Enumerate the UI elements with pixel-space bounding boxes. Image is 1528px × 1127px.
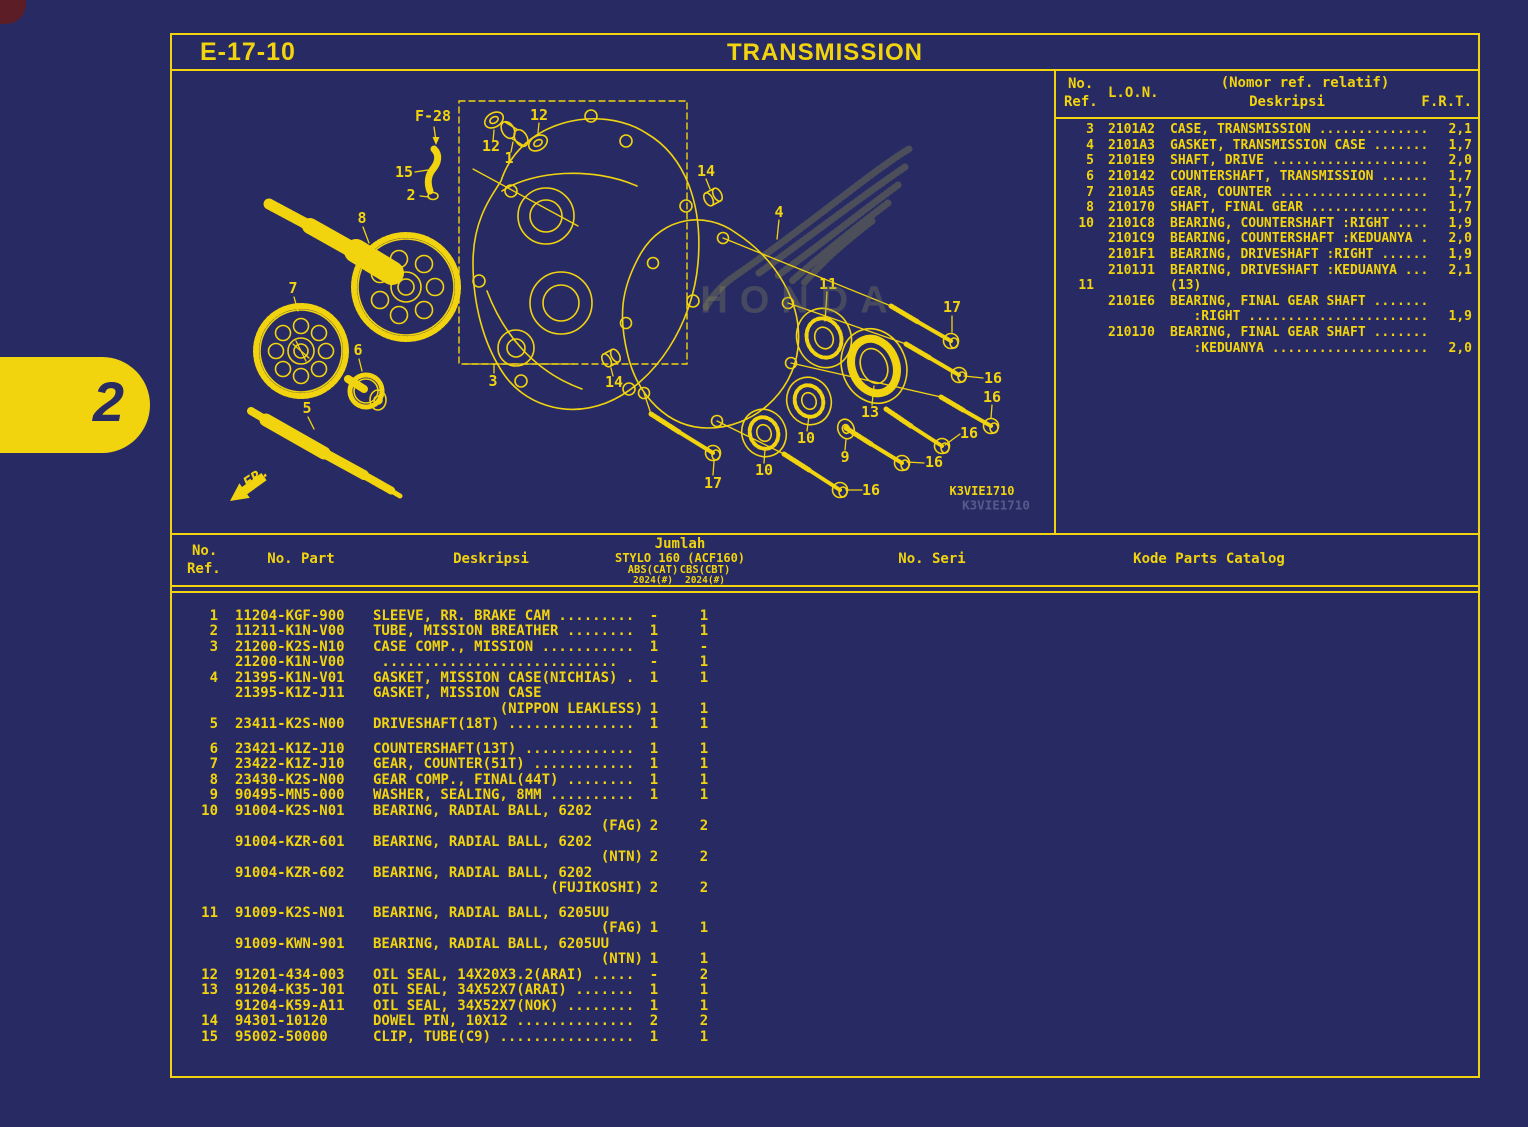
- parts-table-row: 91009-KWN-901 BEARING, RADIAL BALL, 6205…: [235, 935, 610, 952]
- parts-table-row: (NIPPON LEAKLESS) 1 1: [499, 700, 709, 717]
- parts-table-row: 6 23421-K1Z-J10 COUNTERSHAFT(13T) ......…: [209, 740, 709, 757]
- reference-table-row: 2101C9 BEARING, COUNTERSHAFT :KEDUANYA .…: [1108, 231, 1472, 247]
- corner-mark: [0, 0, 26, 24]
- col-abs: ABS(CAT): [627, 564, 679, 576]
- parts-table-row: 11 91009-K2S-N01 BEARING, RADIAL BALL, 6…: [201, 904, 610, 921]
- col-no-part: No. Part: [267, 551, 335, 567]
- catalog-page-frame: E-17-10 TRANSMISSION: [170, 33, 1480, 1078]
- reference-table-row: 2101F1 BEARING, DRIVESHAFT :RIGHT ......…: [1108, 247, 1472, 263]
- col-frt: F.R.T.: [1421, 94, 1472, 110]
- callout-leader-lines: [293, 122, 993, 491]
- parts-table-row: 4 21395-K1N-V01 GASKET, MISSION CASE(NIC…: [209, 669, 709, 686]
- dowel-pin-top: [702, 187, 724, 207]
- reference-table-row: :RIGHT ....................... 1,9: [1170, 309, 1472, 325]
- page-code: E-17-10: [200, 38, 296, 66]
- header-separator: [172, 585, 1478, 593]
- sleeve-1: [500, 120, 529, 148]
- col-year-2: 2024(#): [684, 575, 726, 586]
- col-kode-parts-catalog: Kode Parts Catalog: [1133, 551, 1285, 567]
- parts-table-row: 21395-K1Z-J11 GASKET, MISSION CASE: [235, 685, 542, 702]
- reference-table-row: 11 (13): [1078, 278, 1202, 294]
- parts-table-row: 91204-K59-A11 OIL SEAL, 34X52X7(NOK) ...…: [235, 997, 709, 1014]
- final-gear-shaft: [263, 198, 461, 342]
- parts-table-row: 3 21200-K2S-N10 CASE COMP., MISSION ....…: [209, 638, 709, 655]
- reference-table-row: 7 2101A5 GEAR, COUNTER .................…: [1086, 184, 1472, 200]
- reference-table-row: 2101J1 BEARING, DRIVESHAFT :KEDUANYA ...…: [1108, 262, 1472, 278]
- title-bar: E-17-10 TRANSMISSION: [172, 35, 1478, 71]
- parts-table-row: 5 23411-K2S-N00 DRIVESHAFT(18T) ........…: [209, 716, 709, 733]
- parts-table-row: 15 95002-50000 CLIP, TUBE(C9) ..........…: [201, 1028, 709, 1045]
- reference-table-row: 2101E6 BEARING, FINAL GEAR SHAFT .......: [1108, 293, 1429, 309]
- parts-table-row: (NTN) 1 1: [600, 951, 709, 968]
- reference-table-row: 8 210170 SHAFT, FINAL GEAR .............…: [1086, 200, 1472, 216]
- flange-bolts: [648, 303, 1000, 499]
- reference-table-header: No. Ref. L.O.N. (Nomor ref. relatif) Des…: [1056, 71, 1478, 119]
- parts-table-row: (FUJIKOSHI) 2 2: [550, 880, 709, 897]
- gasket-outline: [619, 219, 800, 429]
- front-direction-arrow: [230, 473, 267, 501]
- parts-table-row: 12 91201-434-003 OIL SEAL, 14X20X3.2(ARA…: [201, 966, 709, 983]
- counter-gear: [253, 303, 349, 399]
- parts-table-row: 8 23430-K2S-N00 GEAR COMP., FINAL(44T) .…: [209, 771, 709, 788]
- parts-table-row: 21200-K1N-V00 ..........................…: [235, 654, 709, 671]
- parts-table-row: 14 94301-10120 DOWEL PIN, 10X12 ........…: [201, 1013, 709, 1030]
- section-tab-2[interactable]: 2: [0, 357, 150, 453]
- bearing-11: [795, 307, 853, 369]
- seal-12-right: [527, 134, 549, 152]
- transmission-case-outline: [472, 109, 700, 411]
- reference-table-row: 5 2101E9 SHAFT, DRIVE ..................…: [1086, 153, 1472, 169]
- bearing-10-lower: [740, 408, 788, 458]
- parts-table-row: (NTN) 2 2: [600, 849, 709, 866]
- reference-table-row: 6 210142 COUNTERSHAFT, TRANSMISSION ....…: [1086, 169, 1472, 185]
- col-cbs: CBS(CBT): [679, 564, 731, 576]
- parts-table-row: 7 23422-K1Z-J10 GEAR, COUNTER(51T) .....…: [209, 756, 709, 773]
- section-tab-number: 2: [92, 370, 124, 433]
- parts-table-header: No. Ref. No. Part Deskripsi Jumlah STYLO…: [172, 533, 1478, 586]
- col-deskripsi-note: (Nomor ref. relatif): [1220, 75, 1390, 91]
- col-no-ref: No.: [1068, 76, 1094, 92]
- honda-wing-watermark: [701, 145, 913, 313]
- reference-table-row: :KEDUANYA .................... 2,0: [1170, 340, 1472, 356]
- seal-12-left: [483, 111, 505, 129]
- dowel-pin-bottom: [600, 348, 622, 368]
- parts-table-rows: 1 11204-KGF-900 SLEEVE, RR. BRAKE CAM ..…: [172, 608, 1478, 1045]
- parts-table-row: 13 91204-K35-J01 OIL SEAL, 34X52X7(ARAI)…: [201, 982, 709, 999]
- reference-table: No. Ref. L.O.N. (Nomor ref. relatif) Des…: [1054, 71, 1478, 533]
- parts-table-row: 2 11211-K1N-V00 TUBE, MISSION BREATHER .…: [209, 623, 709, 640]
- col-year-1: 2024(#): [632, 575, 674, 586]
- parts-table-row: 91004-KZR-602 BEARING, RADIAL BALL, 6202: [235, 864, 593, 881]
- reference-table-row: 10 2101C8 BEARING, COUNTERSHAFT :RIGHT .…: [1078, 215, 1472, 231]
- col-jumlah: Jumlah: [654, 536, 706, 552]
- parts-table-row: 9 90495-MN5-000 WASHER, SEALING, 8MM ...…: [209, 787, 709, 804]
- parts-table-row: (FAG) 1 1: [600, 920, 709, 937]
- reference-table-row: 4 2101A3 GASKET, TRANSMISSION CASE .....…: [1086, 137, 1472, 153]
- breather-tube: [424, 126, 442, 201]
- col-no-seri: No. Seri: [898, 551, 966, 567]
- parts-table-row: 91004-KZR-601 BEARING, RADIAL BALL, 6202: [235, 833, 593, 850]
- col-lon: L.O.N.: [1108, 85, 1159, 101]
- parts-table: No. Ref. No. Part Deskripsi Jumlah STYLO…: [172, 533, 1478, 1076]
- reference-table-row: 3 2101A2 CASE, TRANSMISSION ............…: [1086, 122, 1472, 138]
- col-model: STYLO 160 (ACF160): [614, 551, 746, 565]
- oil-seal-13: [840, 327, 908, 405]
- col-no-ref: No.: [192, 543, 218, 559]
- col-deskripsi: Deskripsi: [453, 551, 529, 567]
- parts-table-row: 10 91004-K2S-N01 BEARING, RADIAL BALL, 6…: [201, 802, 593, 819]
- reference-table-row: 2101J0 BEARING, FINAL GEAR SHAFT .......: [1108, 325, 1429, 341]
- page-title: TRANSMISSION: [726, 39, 923, 66]
- parts-table-row: (FAG) 2 2: [600, 818, 709, 835]
- reference-table-rows: 3 2101A2 CASE, TRANSMISSION ............…: [1056, 122, 1478, 356]
- countershaft-pinion: [344, 372, 387, 411]
- bearing-10-upper: [785, 376, 833, 426]
- parts-table-row: 1 11204-KGF-900 SLEEVE, RR. BRAKE CAM ..…: [209, 607, 709, 624]
- transmission-exploded-diagram: [230, 100, 1000, 501]
- col-deskripsi: Deskripsi: [1249, 94, 1325, 110]
- driveshaft: [247, 407, 403, 499]
